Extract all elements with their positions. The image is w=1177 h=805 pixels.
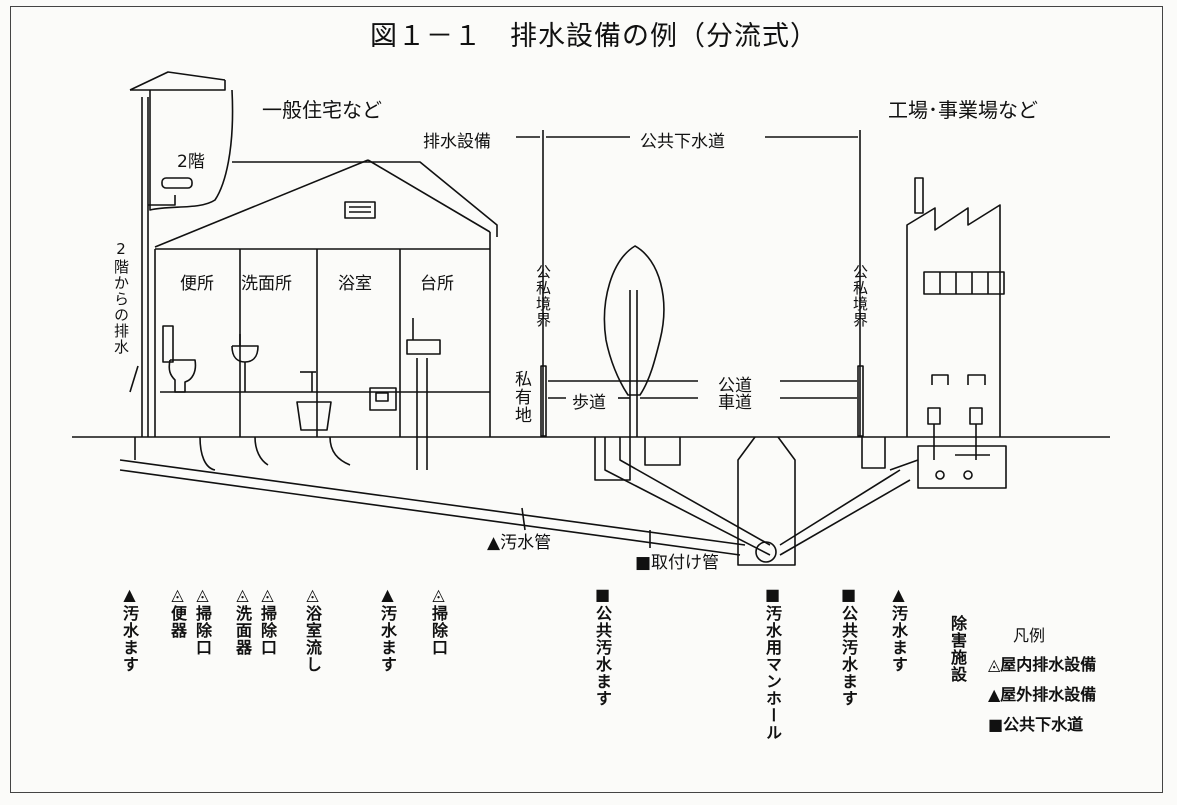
bottom-label-public-inlet-1: ■公共汚水ます [593, 585, 612, 707]
abatement-tank [889, 374, 1007, 489]
factory-building [906, 177, 1005, 437]
legend-item-outdoor: ▲屋外排水設備 [988, 685, 1097, 704]
sewage-pipes [119, 358, 911, 556]
boundary-left-label: 公私境界 [534, 264, 552, 328]
figure-frame [10, 6, 1163, 793]
downspout [141, 97, 176, 437]
toilet-fixture [162, 325, 197, 393]
bottom-label-sewage-manhole: ■汚水用マンホール [763, 585, 782, 741]
private-land-label: 私有地 [511, 370, 531, 424]
room-toilet: 便所 [180, 274, 214, 294]
wash-basin-fixture [231, 334, 259, 392]
factory-area-label: 工場･事業場など [888, 98, 1038, 122]
room-washroom: 洗面所 [241, 274, 292, 294]
drainage-facility-range-label: 排水設備 [423, 132, 491, 152]
kitchen-fixture [369, 318, 441, 411]
bottom-label-cleanout-3: ◬掃除口 [429, 585, 448, 656]
bottom-label-cleanout-2: ◬掃除口 [258, 585, 277, 656]
sidewalk-label: 歩道 [572, 393, 606, 413]
bottom-label-toilet-bowl: ◬便器 [168, 585, 187, 639]
roadway-label: 車道 [718, 393, 752, 413]
upstairs-drain-label: 2階からの排水 [112, 240, 130, 355]
catch-basin-right [861, 437, 886, 469]
public-road-label: 公道 [718, 376, 752, 396]
bottom-label-sewage-inlet-2: ▲汚水ます [378, 585, 397, 673]
residence-area-label: 一般住宅など [262, 98, 382, 122]
second-floor-wing [129, 71, 234, 211]
sewage-pipe-label: ▲汚水管 [487, 533, 552, 553]
house-outline [154, 159, 498, 437]
bottom-label-abatement-facility: 除害施設 [948, 615, 967, 683]
dimension-lines [129, 136, 858, 399]
room-kitchen: 台所 [420, 274, 454, 294]
boundary-posts [540, 130, 864, 437]
legend-title: 凡例 [1013, 626, 1046, 645]
catch-basin-left [594, 437, 631, 481]
bottom-label-bath-drain: ◬浴室流し [303, 585, 322, 673]
connection-pipe-label: ■取付け管 [635, 553, 720, 573]
bottom-label-public-inlet-2: ■公共汚水ます [839, 585, 858, 707]
pipe-leader-lines [521, 507, 651, 548]
public-sewer-range-label: 公共下水道 [640, 132, 725, 152]
legend-item-public-sewer: ■公共下水道 [988, 715, 1084, 734]
room-second-floor: 2階 [177, 152, 205, 172]
bottom-label-sewage-inlet-3: ▲汚水ます [889, 585, 908, 673]
bottom-label-cleanout-1: ◬掃除口 [193, 585, 212, 656]
bathtub-fixture [296, 371, 332, 431]
curb-gutter [644, 437, 681, 466]
legend-item-indoor: ◬屋内排水設備 [988, 655, 1097, 674]
bottom-label-sewage-inlet-1: ▲汚水ます [120, 585, 139, 673]
room-bathroom: 浴室 [338, 274, 372, 294]
boundary-right-label: 公私境界 [851, 264, 869, 328]
street-tree [603, 245, 665, 437]
sewer-manhole [737, 436, 796, 566]
page-title: 図１－１ 排水設備の例（分流式） [370, 21, 818, 52]
bottom-label-wash-basin: ◬洗面器 [233, 585, 252, 656]
